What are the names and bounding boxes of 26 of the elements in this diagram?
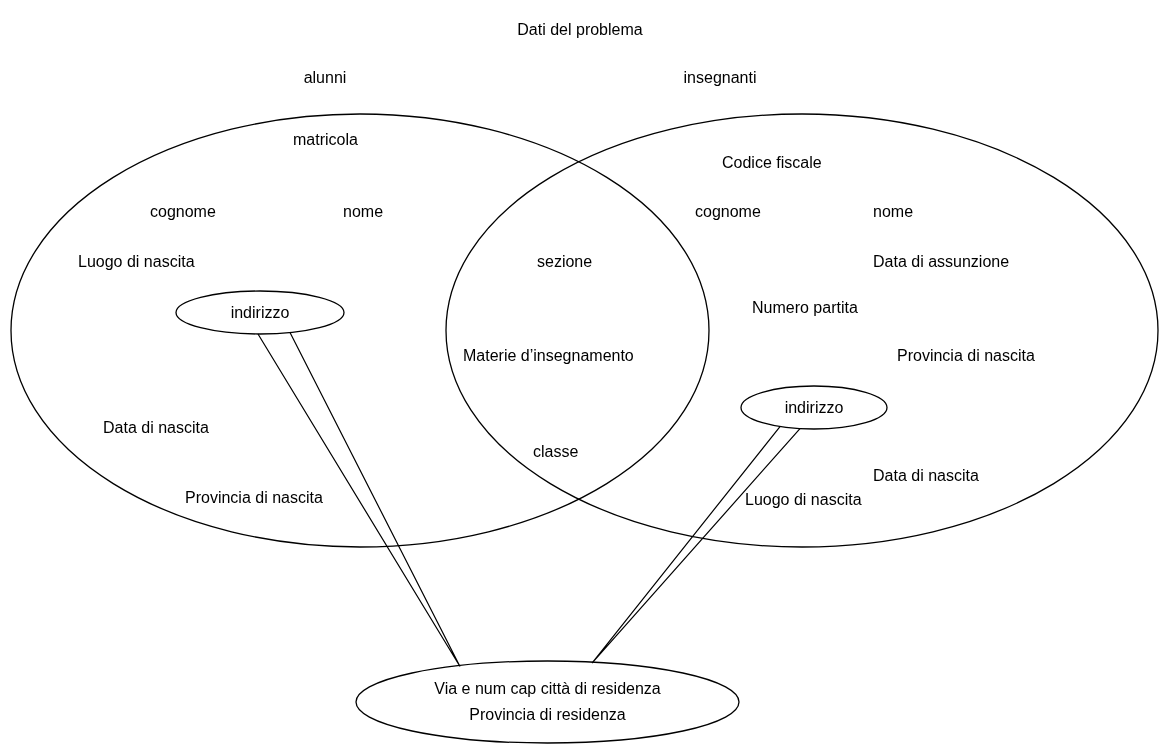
ellipse-label: indirizzo <box>784 397 844 418</box>
attribute-label: sezione <box>537 252 593 272</box>
set-heading: insegnanti <box>683 68 757 88</box>
attribute-label: nome <box>873 202 914 222</box>
attribute-label: Data di assunzione <box>873 252 1010 272</box>
attribute-label: cognome <box>150 202 216 222</box>
attribute-label: Provincia di nascita <box>897 346 1035 366</box>
attribute-label: Provincia di nascita <box>185 488 323 508</box>
attribute-label: cognome <box>695 202 761 222</box>
attribute-label: Data di nascita <box>873 466 979 486</box>
attribute-label: Luogo di nascita <box>78 252 195 272</box>
callout-tail <box>257 331 461 668</box>
set-heading: alunni <box>303 68 347 88</box>
attribute-label: Materie d’insegnamento <box>463 346 634 366</box>
ellipse-label: indirizzo <box>230 302 290 323</box>
diagram-title: Dati del problema <box>517 20 643 40</box>
ellipse-label: Via e num cap città di residenza <box>434 679 661 699</box>
attribute-label: matricola <box>293 130 358 150</box>
ellipse-label: Provincia di residenza <box>469 705 626 725</box>
attribute-label: Data di nascita <box>103 418 209 438</box>
attribute-label: Codice fiscale <box>722 153 822 173</box>
attribute-label: Numero partita <box>752 298 858 318</box>
attribute-label: classe <box>533 442 579 462</box>
attribute-label: Luogo di nascita <box>745 490 862 510</box>
attribute-label: nome <box>343 202 384 222</box>
callout-tail <box>591 425 801 664</box>
